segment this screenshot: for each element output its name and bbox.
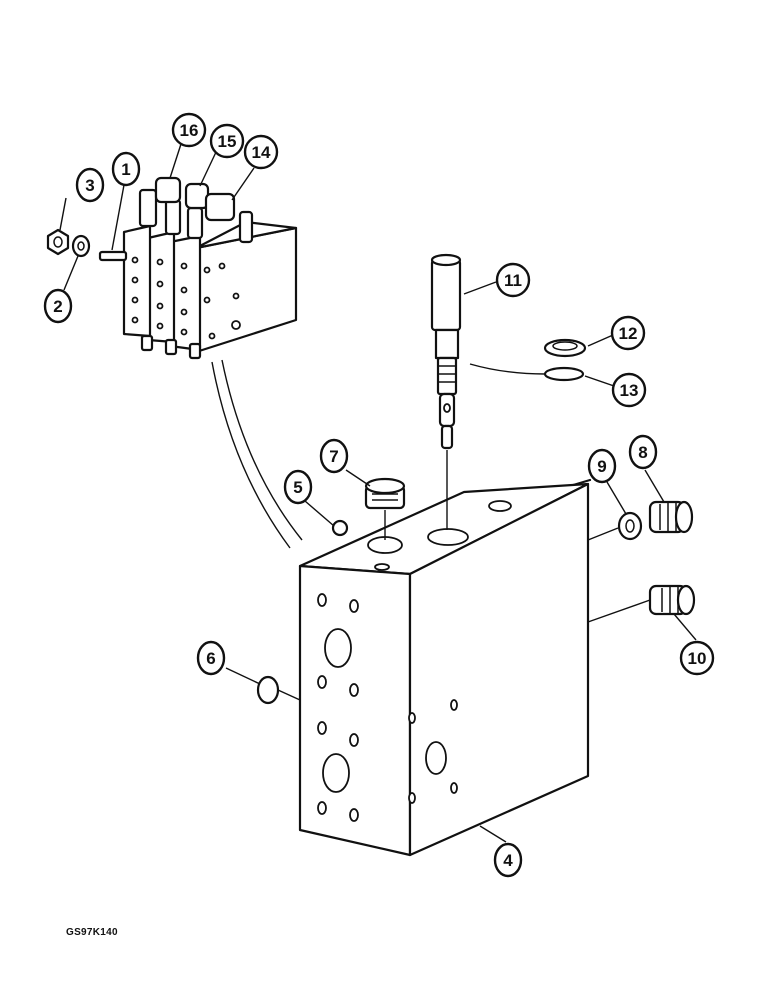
svg-text:9: 9 [597,457,606,476]
callouts: 1 2 3 4 5 6 7 8 [43,112,715,878]
svg-text:3: 3 [85,176,94,195]
figure-reference-code: GS97K140 [66,927,118,938]
svg-text:14: 14 [252,143,271,162]
control-valve-bank [98,176,298,360]
washer-part-9 [617,511,643,541]
relief-valve-cartridge [430,253,462,450]
washer-part-2 [71,234,91,258]
callout-13: 13 [611,372,647,408]
o-ring-part-6 [256,675,280,705]
svg-text:10: 10 [688,649,707,668]
plug-part-8 [648,500,694,534]
svg-text:11: 11 [504,271,522,290]
callout-11: 11 [495,262,531,298]
svg-text:2: 2 [53,297,62,316]
callout-8: 8 [628,434,658,470]
callout-14: 14 [243,134,279,170]
callout-3: 3 [75,167,105,203]
nut-part-3 [46,228,70,256]
svg-text:16: 16 [180,121,199,140]
callout-2: 2 [43,288,73,324]
callout-9: 9 [587,448,617,484]
callout-5: 5 [283,469,313,505]
callout-leaders [59,143,697,843]
svg-text:8: 8 [638,443,647,462]
plug-part-7 [364,477,406,510]
svg-text:15: 15 [218,132,237,151]
callout-7: 7 [319,438,349,474]
callout-6: 6 [196,640,226,676]
o-ring-part-5 [331,519,349,537]
assembly-lines [211,359,651,701]
svg-text:4: 4 [503,851,513,870]
callout-1: 1 [111,151,141,187]
plug-part-10 [648,584,696,616]
callout-15: 15 [209,123,245,159]
callout-16: 16 [171,112,207,148]
callout-4: 4 [493,842,523,878]
callout-10: 10 [679,640,715,676]
manifold-block [298,478,592,857]
svg-text:13: 13 [620,381,639,400]
svg-text:6: 6 [206,649,215,668]
svg-text:7: 7 [329,447,338,466]
svg-text:12: 12 [619,324,638,343]
callout-12: 12 [610,315,646,351]
backup-ring-part-12 [543,338,587,358]
svg-text:1: 1 [121,160,130,179]
o-ring-part-13 [543,366,585,382]
svg-text:5: 5 [293,478,302,497]
